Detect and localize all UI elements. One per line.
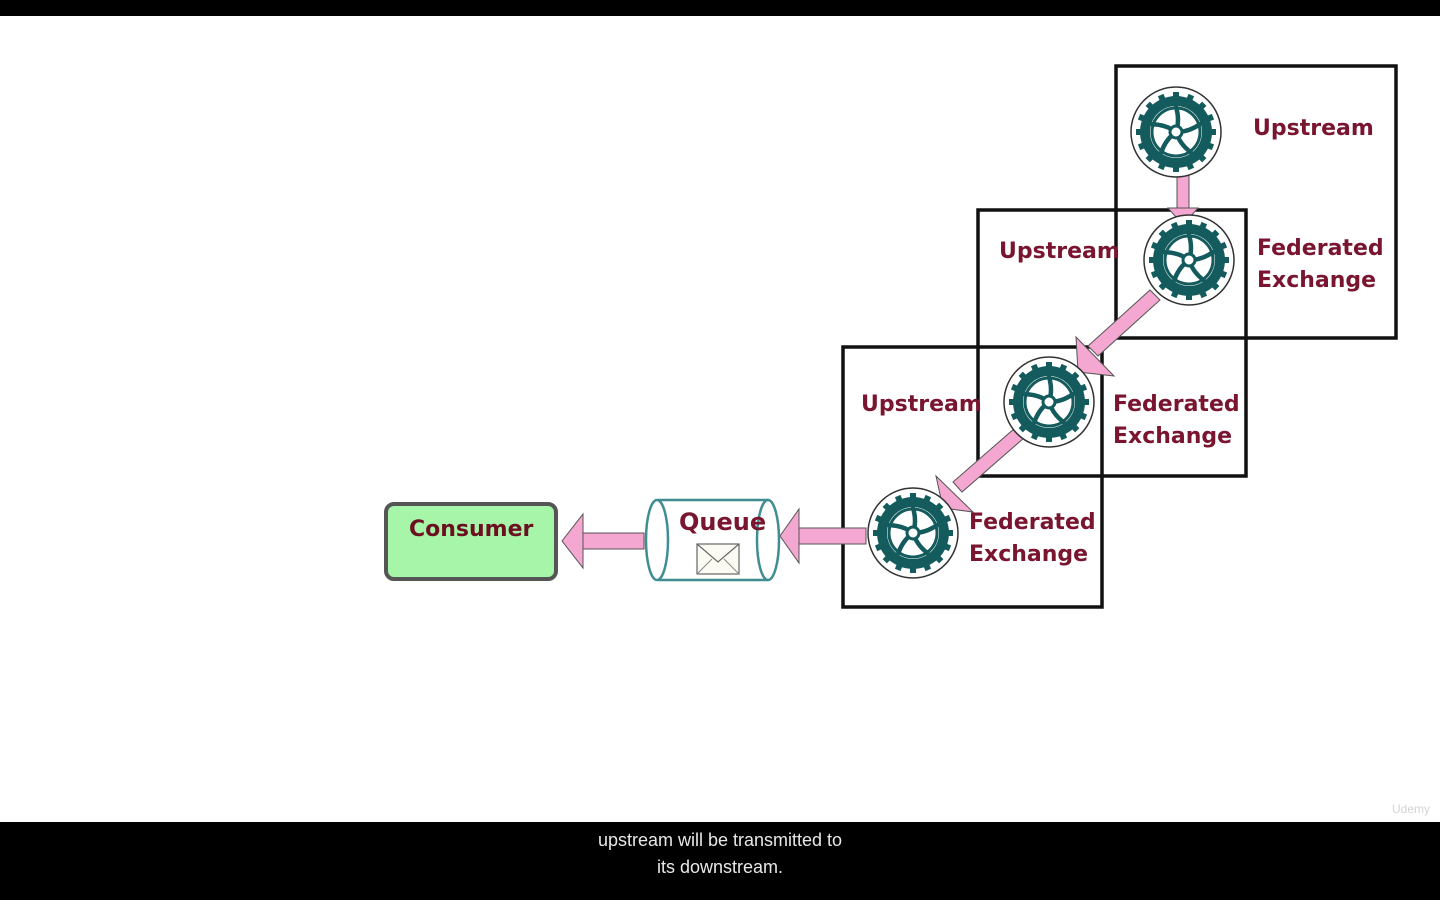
federation-diagram: Upstream Upstream Federated Exchange Ups… xyxy=(384,64,1398,609)
consumer-box: Consumer xyxy=(384,502,558,581)
subtitle-line-2: its downstream. xyxy=(656,857,784,877)
subtitle-bar: upstream will be transmitted to its down… xyxy=(0,822,1440,900)
upstream-label-middle: Upstream xyxy=(999,239,1120,264)
queue-label: Queue xyxy=(679,508,766,536)
exchange-gear-icon-bottom xyxy=(868,488,958,578)
consumer-label: Consumer xyxy=(409,517,534,542)
exchange-gear-icon-top xyxy=(1131,87,1221,177)
exchange-gear-icon-lower xyxy=(1004,357,1094,447)
subtitle-line-1: upstream will be transmitted to xyxy=(597,830,843,850)
federated-exchange-label-bottom-1: Federated xyxy=(969,510,1096,535)
federated-exchange-label-lower-2: Exchange xyxy=(1113,424,1232,449)
envelope-icon xyxy=(696,543,740,575)
arrow-lower-to-bottom xyxy=(935,427,1025,513)
queue-cylinder: Queue xyxy=(644,498,781,582)
udemy-watermark: Udemy xyxy=(1391,802,1430,816)
upstream-box-middle xyxy=(976,208,1248,478)
exchange-gear-icon-middle xyxy=(1144,215,1234,305)
federated-exchange-label-bottom-2: Exchange xyxy=(969,542,1088,567)
upstream-label-top: Upstream xyxy=(1253,116,1374,141)
arrow-queue-to-consumer xyxy=(561,512,645,570)
federated-exchange-label-lower-1: Federated xyxy=(1113,392,1240,417)
diagram-canvas: Upstream Upstream Federated Exchange Ups… xyxy=(0,16,1440,822)
upstream-box-top xyxy=(1114,64,1398,340)
federated-exchange-label-middle-1: Federated xyxy=(1257,236,1384,261)
arrow-exchange-to-queue xyxy=(779,507,867,565)
federated-exchange-label-middle-2: Exchange xyxy=(1257,268,1376,293)
upstream-box-bottom xyxy=(841,345,1104,609)
upstream-label-lower: Upstream xyxy=(861,392,982,417)
video-top-bar xyxy=(0,0,1440,16)
arrow-middle-to-lower xyxy=(1075,289,1161,377)
